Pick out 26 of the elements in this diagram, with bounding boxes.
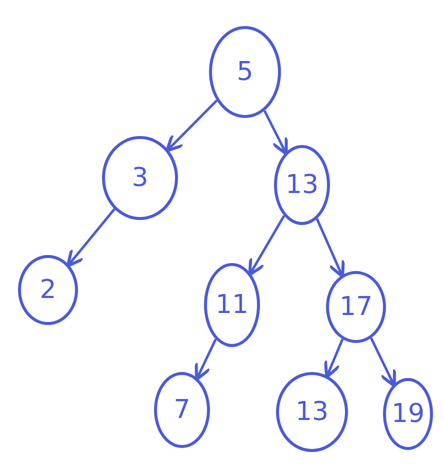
arrow — [263, 110, 288, 156]
tree-node — [276, 372, 348, 452]
node-label: 5 — [236, 57, 254, 87]
arrow — [316, 218, 345, 278]
tree-node — [209, 26, 281, 118]
tree-node — [274, 145, 330, 225]
tree-node — [383, 378, 433, 450]
arrow — [166, 100, 218, 152]
node-label: 3 — [132, 163, 148, 193]
tree-node — [154, 372, 210, 448]
node-label: 13 — [285, 170, 319, 200]
node-label: 17 — [339, 292, 373, 322]
arrow — [370, 338, 396, 388]
node-label: 7 — [174, 395, 190, 425]
node-label: 11 — [215, 290, 249, 320]
tree-node — [18, 255, 78, 325]
arrow — [194, 338, 217, 381]
node-label: 13 — [295, 397, 329, 427]
arrow — [324, 338, 344, 379]
tree-node — [204, 263, 260, 347]
tree-node — [102, 136, 178, 220]
arrow — [248, 215, 286, 276]
node-label: 2 — [40, 275, 56, 305]
tree-node — [326, 271, 386, 343]
arrow — [66, 208, 116, 268]
node-label: 19 — [391, 399, 425, 429]
